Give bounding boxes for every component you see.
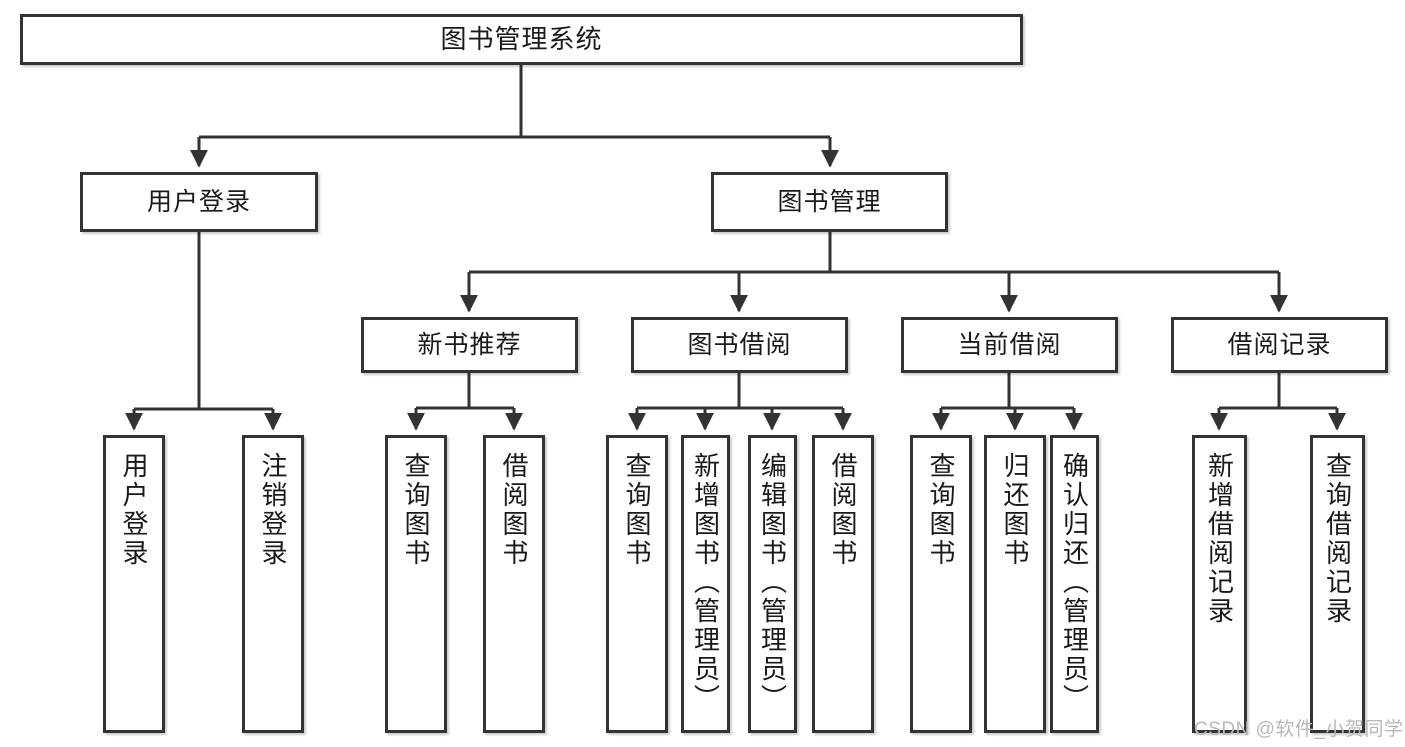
leaf-node-label: 新增借阅记录 bbox=[1204, 452, 1235, 626]
node-borrow-record[interactable]: 借阅记录 bbox=[1171, 317, 1388, 373]
leaf-node-label: 新增图书（管理员） bbox=[690, 452, 721, 713]
node-current-borrow-label: 当前借阅 bbox=[957, 330, 1062, 359]
leaf-node-label: 归还图书 bbox=[1000, 452, 1030, 568]
leaf-node[interactable]: 新增借阅记录 bbox=[1192, 435, 1247, 733]
leaf-node-label: 编辑图书（管理员） bbox=[757, 452, 788, 713]
node-book-borrow-label: 图书借阅 bbox=[687, 330, 792, 359]
leaf-node-label: 借阅图书 bbox=[499, 452, 529, 568]
node-borrow-record-label: 借阅记录 bbox=[1227, 330, 1332, 359]
leaf-node-label: 用户登录 bbox=[119, 452, 149, 568]
node-book-borrow[interactable]: 图书借阅 bbox=[631, 317, 848, 373]
node-new-book-recommend-label: 新书推荐 bbox=[417, 330, 522, 359]
node-user-login[interactable]: 用户登录 bbox=[80, 172, 318, 232]
leaf-node[interactable]: 注销登录 bbox=[242, 435, 304, 733]
leaf-node[interactable]: 用户登录 bbox=[103, 435, 165, 733]
node-user-login-label: 用户登录 bbox=[146, 187, 251, 216]
node-new-book-recommend[interactable]: 新书推荐 bbox=[361, 317, 578, 373]
leaf-node[interactable]: 确认归还（管理员） bbox=[1050, 435, 1099, 733]
node-book-management[interactable]: 图书管理 bbox=[711, 172, 948, 232]
node-current-borrow[interactable]: 当前借阅 bbox=[901, 317, 1118, 373]
node-root-label: 图书管理系统 bbox=[440, 23, 603, 54]
leaf-node-label: 查询图书 bbox=[926, 452, 956, 568]
watermark: CSDN @软件_小贺同学 bbox=[1194, 719, 1404, 740]
leaf-node[interactable]: 查询借阅记录 bbox=[1310, 435, 1365, 733]
leaf-node-label: 查询借阅记录 bbox=[1322, 452, 1353, 626]
leaf-node[interactable]: 新增图书（管理员） bbox=[681, 435, 730, 733]
leaf-node-label: 查询图书 bbox=[401, 452, 431, 568]
leaf-node[interactable]: 查询图书 bbox=[910, 435, 972, 733]
leaf-node-label: 查询图书 bbox=[622, 452, 652, 568]
node-book-management-label: 图书管理 bbox=[777, 187, 882, 216]
leaf-node[interactable]: 借阅图书 bbox=[483, 435, 545, 733]
leaf-node[interactable]: 查询图书 bbox=[385, 435, 447, 733]
leaf-node[interactable]: 编辑图书（管理员） bbox=[748, 435, 797, 733]
leaf-node-label: 确认归还（管理员） bbox=[1059, 452, 1090, 713]
node-root[interactable]: 图书管理系统 bbox=[20, 14, 1023, 65]
leaf-node[interactable]: 查询图书 bbox=[606, 435, 668, 733]
leaf-node[interactable]: 借阅图书 bbox=[812, 435, 874, 733]
leaf-node-label: 借阅图书 bbox=[828, 452, 858, 568]
leaf-node[interactable]: 归还图书 bbox=[984, 435, 1046, 733]
leaf-node-label: 注销登录 bbox=[258, 452, 288, 568]
